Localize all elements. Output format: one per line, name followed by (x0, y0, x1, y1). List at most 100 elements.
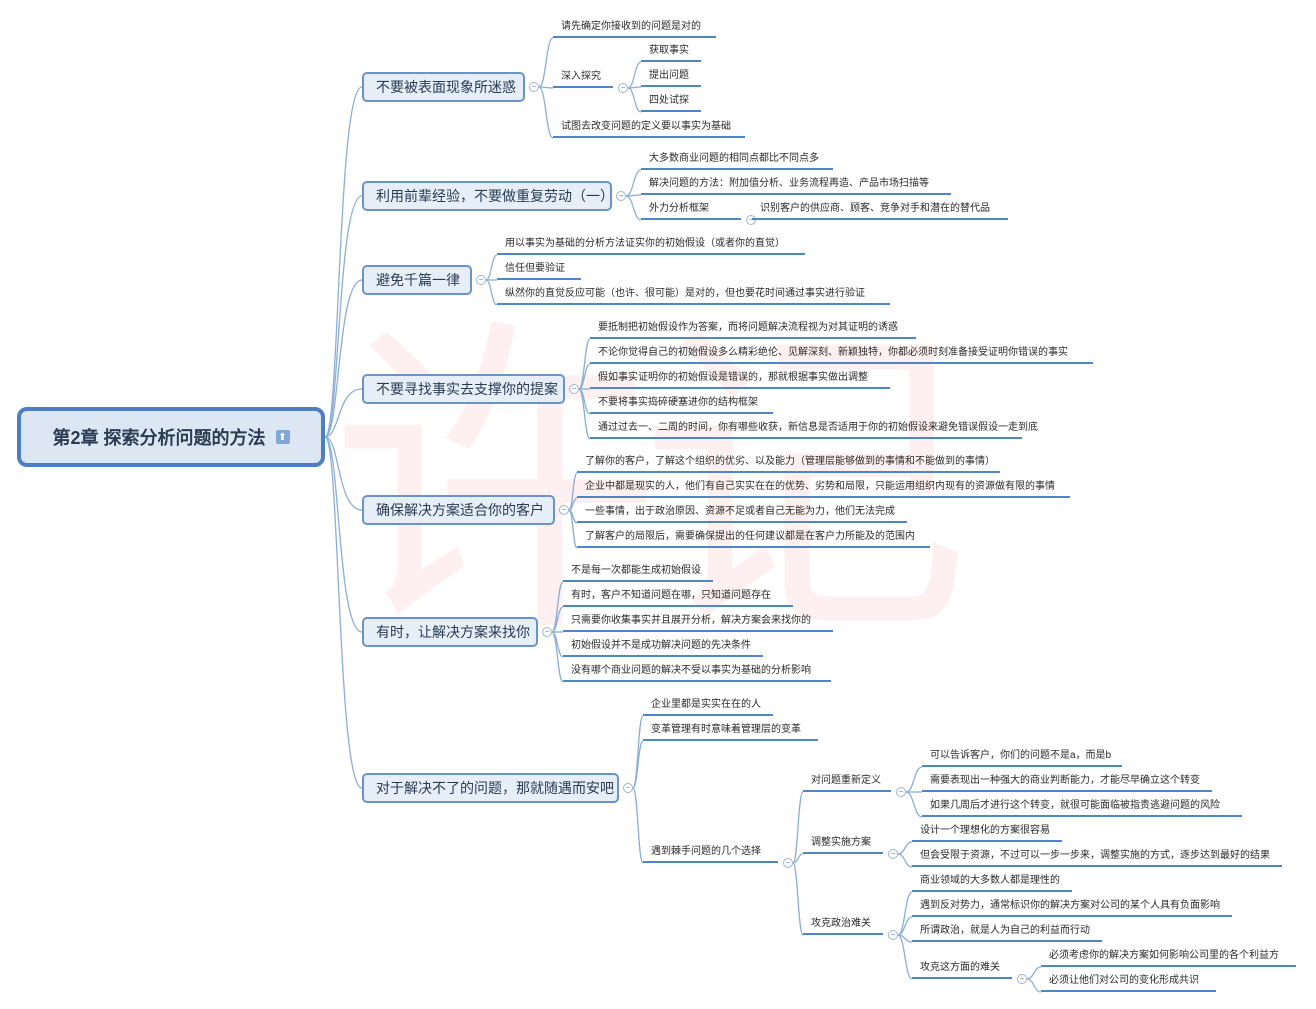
connector-line (1026, 966, 1042, 980)
subtopic-node[interactable]: 需要表现出一种强大的商业判断能力，才能尽早确立这个转变 (922, 772, 1212, 792)
subtopic-node[interactable]: 要抵制把初始假设作为答案，而将问题解决流程视为对其证明的诱惑 (590, 319, 916, 339)
connector-line (897, 891, 913, 936)
connector-line (551, 631, 564, 683)
collapse-toggle-icon[interactable]: − (569, 384, 579, 394)
collapse-toggle-icon[interactable]: − (746, 215, 756, 225)
subtopic-node[interactable]: 但会受限于资源，不过可以一步一步来，调整实施的方式，逐步达到最好的结果 (912, 847, 1282, 867)
connector-line (324, 388, 363, 438)
collapse-toggle-icon[interactable]: − (529, 82, 539, 92)
root-topic[interactable]: 第2章 探索分析问题的方法 ⬆ (17, 407, 325, 467)
subtopic-node[interactable]: 了解客户的局限后，需要确保提出的任何建议都是在客户力所能及的范围内 (577, 528, 930, 548)
subtopic-node[interactable]: 不论你觉得自己的初始假设多么精彩绝伦、见解深刻、新颖独特，你都必须时刻准备接受证… (590, 344, 1093, 364)
subtopic-node[interactable]: 通过过去一、二周的时间，你有哪些收获，新信息是否适用于你的初始假设来避免错误假设… (590, 419, 1038, 439)
subtopic-node[interactable]: 假如事实证明你的初始假设是错误的，那就根据事实做出调整 (590, 369, 890, 389)
upload-icon[interactable]: ⬆ (275, 430, 290, 444)
connector-line (897, 934, 913, 980)
connector-line (632, 787, 644, 864)
collapse-toggle-icon[interactable]: − (896, 787, 906, 797)
subtopic-node[interactable]: 变革管理有时意味着管理层的变革 (643, 721, 818, 741)
subtopic-node[interactable]: 了解你的客户，了解这个组织的优劣、以及能力（管理层能够做到的事情和不能做到的事情… (577, 453, 1000, 473)
subtopic-node[interactable]: 一些事情，出于政治原因、资源不足或者自己无能为力，他们无法完成 (577, 503, 907, 523)
connector-line (324, 436, 363, 633)
subtopic-node[interactable]: 用以事实为基础的分析方法证实你的初始假设（或者你的直觉） (497, 235, 805, 255)
subtopic-node[interactable]: 解决问题的方法：附加值分析、业务流程再造、产品市场扫描等 (641, 175, 951, 195)
subtopic-node[interactable]: 企业中都是现实的人，他们有自己实实在在的优势、劣势和局限，只能运用组织内现有的资… (577, 478, 1070, 498)
connector-line (568, 509, 578, 549)
subtopic-node[interactable]: 企业里都是实实在在的人 (643, 696, 773, 716)
connector-line (324, 195, 363, 438)
subtopic-node[interactable]: 初始假设并不是成功解决问题的先决条件 (563, 637, 763, 657)
subtopic-node[interactable]: 识别客户的供应商、顾客、竞争对手和潜在的替代品 (752, 200, 1008, 220)
subtopic-node[interactable]: 请先确定你接收到的问题是对的 (553, 18, 716, 38)
branch-topic[interactable]: 确保解决方案适合你的客户 (362, 495, 555, 525)
subtopic-node[interactable]: 没有哪个商业问题的解决不受以事实为基础的分析影响 (563, 662, 831, 682)
connector-line (625, 169, 642, 197)
collapse-toggle-icon[interactable]: − (618, 83, 628, 93)
connector-line (897, 853, 913, 868)
branch-topic[interactable]: 不要寻找事实去支撑你的提案 (362, 374, 565, 404)
connector-line (905, 766, 923, 793)
collapse-toggle-icon[interactable]: − (783, 858, 793, 868)
connector-line (538, 86, 554, 139)
subtopic-node[interactable]: 必须让他们对公司的变化形成共识 (1041, 972, 1216, 992)
subtopic-node[interactable]: 可以告诉客户，你们的问题不是a，而是b (922, 747, 1122, 767)
subtopic-node[interactable]: 遇到棘手问题的几个选择 (643, 843, 778, 863)
collapse-toggle-icon[interactable]: − (623, 783, 633, 793)
subtopic-node[interactable]: 四处试探 (641, 92, 701, 112)
subtopic-node[interactable]: 所谓政治，就是人为自己的利益而行动 (912, 922, 1102, 942)
connector-line (792, 791, 804, 864)
connector-line (551, 606, 564, 633)
connector-line (538, 86, 554, 89)
connector-line (578, 363, 591, 390)
connector-line (324, 279, 363, 438)
subtopic-node[interactable]: 不要将事实捣碎硬塞进你的结构框架 (590, 394, 773, 414)
connector-line (632, 740, 644, 789)
subtopic-node[interactable]: 有时，客户不知道问题在哪，只知道问题存在 (563, 587, 793, 607)
subtopic-node[interactable]: 必须考虑你的解决方案如何影响公司里的各个利益方 (1041, 947, 1296, 967)
subtopic-node[interactable]: 攻克这方面的难关 (912, 959, 1012, 979)
connector-line (905, 791, 923, 818)
subtopic-node[interactable]: 纵然你的直觉反应可能（也许、很可能）是对的，但也要花时间通过事实进行验证 (497, 285, 890, 305)
root-title: 第2章 探索分析问题的方法 (52, 428, 266, 448)
branch-topic[interactable]: 利用前辈经验，不要做重复劳动（一） (362, 181, 614, 211)
connector-line (1026, 978, 1042, 993)
subtopic-node[interactable]: 商业领域的大多数人都是理性的 (912, 872, 1072, 892)
branch-topic[interactable]: 不要被表面现象所迷惑 (362, 72, 525, 102)
subtopic-node[interactable]: 对问题重新定义 (803, 772, 891, 792)
collapse-toggle-icon[interactable]: − (542, 627, 552, 637)
connector-line (578, 388, 591, 440)
connector-line (538, 37, 554, 88)
connector-line (324, 436, 363, 511)
collapse-toggle-icon[interactable]: − (476, 275, 486, 285)
branch-topic[interactable]: 对于解决不了的问题，那就随遇而安吧 (362, 773, 619, 803)
collapse-toggle-icon[interactable]: − (559, 505, 569, 515)
connector-line (625, 195, 642, 221)
subtopic-node[interactable]: 不是每一次都能生成初始假设 (563, 562, 713, 582)
connector-line (324, 86, 363, 438)
collapse-toggle-icon[interactable]: − (1017, 974, 1027, 984)
collapse-toggle-icon[interactable]: − (888, 930, 898, 940)
subtopic-node[interactable]: 深入探究 (553, 68, 613, 88)
connector-line (627, 87, 642, 113)
subtopic-node[interactable]: 攻克政治难关 (803, 915, 883, 935)
connector-line (485, 254, 498, 281)
connector-line (627, 61, 642, 89)
subtopic-node[interactable]: 如果几周后才进行这个转变，就很可能面临被指责逃避问题的风险 (922, 797, 1242, 817)
collapse-toggle-icon[interactable]: − (888, 849, 898, 859)
connector-line (632, 715, 644, 789)
branch-topic[interactable]: 避免千篇一律 (362, 265, 472, 295)
subtopic-node[interactable]: 设计一个理想化的方案很容易 (912, 822, 1062, 842)
branch-topic[interactable]: 有时，让解决方案来找你 (362, 617, 538, 647)
subtopic-node[interactable]: 只需要你收集事实并且展开分析，解决方案会来找你的 (563, 612, 833, 632)
connector-line (792, 853, 804, 864)
subtopic-node[interactable]: 获取事实 (641, 42, 701, 62)
subtopic-node[interactable]: 大多数商业问题的相同点都比不同点多 (641, 150, 833, 170)
collapse-toggle-icon[interactable]: − (616, 191, 626, 201)
subtopic-node[interactable]: 试图去改变问题的定义要以事实为基础 (553, 118, 745, 138)
subtopic-node[interactable]: 调整实施方案 (803, 834, 883, 854)
subtopic-node[interactable]: 信任但要验证 (497, 260, 581, 280)
subtopic-node[interactable]: 遇到反对势力，通常标识你的解决方案对公司的某个人具有负面影响 (912, 897, 1232, 917)
subtopic-node[interactable]: 提出问题 (641, 67, 701, 87)
subtopic-node[interactable]: 外力分析框架 (641, 200, 741, 220)
